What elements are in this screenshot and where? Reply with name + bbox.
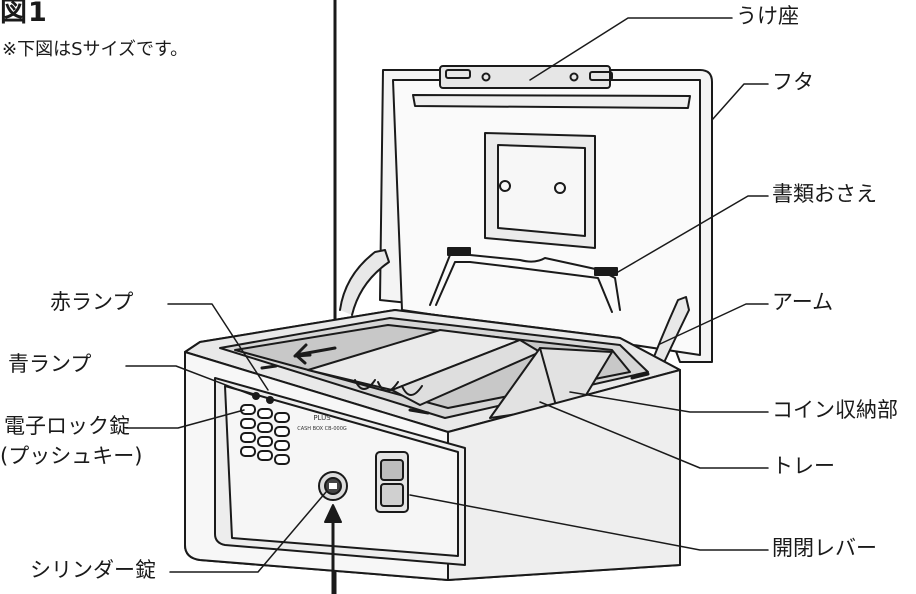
label-tray: トレー	[772, 454, 835, 478]
leader-lines	[125, 17, 769, 573]
figure-note: ※下図はSサイズです。	[2, 39, 189, 60]
label-blue-lamp: 青ランプ	[8, 352, 92, 376]
pointer-arrowhead	[324, 504, 342, 523]
front-branding: PLUS CASH BOX CB-000G	[297, 414, 347, 432]
label-arm: アーム	[772, 290, 834, 314]
open-lever	[375, 451, 409, 513]
label-lock-line1: 電子ロック錠	[4, 414, 130, 438]
label-uke-za: うけ座	[736, 4, 799, 28]
figure-title: 図1	[0, 0, 48, 28]
brand-text: PLUS	[313, 414, 331, 422]
keypad	[240, 392, 290, 465]
label-lock-line2: (プッシュキー)	[0, 444, 143, 468]
label-shorui-osae: 書類おさえ	[772, 182, 877, 206]
document-holder	[429, 247, 621, 313]
left-arm	[339, 249, 390, 316]
label-red-lamp: 赤ランプ	[50, 290, 134, 314]
label-futa: フタ	[772, 70, 814, 94]
lid	[379, 65, 713, 363]
model-text: CASH BOX CB-000G	[297, 426, 347, 432]
label-cylinder: シリンダー錠	[30, 558, 156, 582]
label-lever: 開閉レバー	[772, 536, 877, 560]
label-coin-bin: コイン収納部	[772, 398, 898, 422]
